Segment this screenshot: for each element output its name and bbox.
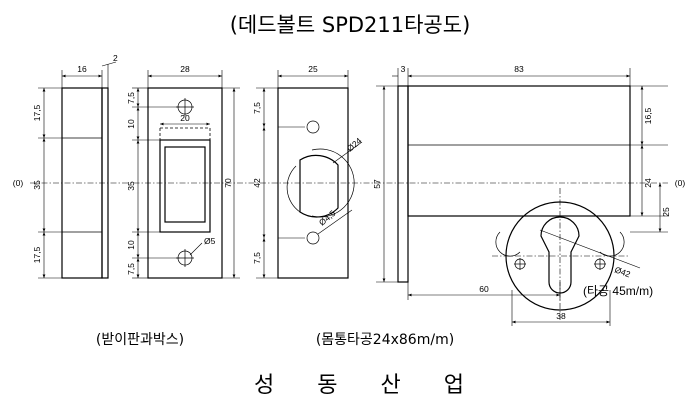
caption-cylinder-hole: (타공 45m/m) xyxy=(583,284,653,298)
dim-57: 57 xyxy=(372,179,382,189)
dim-7-5-bottom: 7,5 xyxy=(126,263,136,275)
dim-16-5: 16,5 xyxy=(643,107,653,124)
drawing-title: (데드볼트 SPD211타공도) xyxy=(230,13,471,37)
dim-3: 3 xyxy=(401,64,406,74)
dim-25-body: 25 xyxy=(661,207,671,217)
center-mark-right: (0) xyxy=(675,178,686,188)
center-mark-left: (0) xyxy=(13,178,24,188)
dim-60: 60 xyxy=(479,284,489,294)
dim-35-left: 35 xyxy=(32,180,42,190)
dim-17-5-top: 17,5 xyxy=(32,104,42,121)
caption-strike-box: (받이판과박스) xyxy=(96,332,184,348)
caption-body-cutout: (몸통타공24x86m/m) xyxy=(316,332,454,348)
dim-28: 28 xyxy=(180,64,190,74)
dim-70: 70 xyxy=(223,178,233,188)
view-faceplate: Ø24 Ø4,5 25 7,5 42 7,5 xyxy=(252,64,364,279)
dim-7-5-plate-bottom: 7,5 xyxy=(252,252,262,264)
dim-42: 42 xyxy=(252,178,262,188)
dim-phi42: Ø42 xyxy=(613,264,632,279)
dim-2: 2 xyxy=(113,53,118,63)
view-strike-front: Ø5 28 20 7,5 10 35 10 7,5 70 xyxy=(126,64,240,279)
dim-10-top: 10 xyxy=(126,119,136,129)
dim-phi5: Ø5 xyxy=(204,236,216,246)
dim-38: 38 xyxy=(556,311,566,321)
dim-17-5-bottom: 17,5 xyxy=(32,246,42,263)
view-strike-side: 16 2 17,5 35 17,5 xyxy=(32,53,118,279)
dim-16: 16 xyxy=(77,64,87,74)
dim-24: 24 xyxy=(643,178,653,188)
dim-20: 20 xyxy=(180,113,190,123)
dim-25-plate: 25 xyxy=(308,64,318,74)
dim-35-box: 35 xyxy=(126,181,136,191)
dim-10-bottom: 10 xyxy=(126,240,136,250)
dim-7-5-plate-top: 7,5 xyxy=(252,102,262,114)
company-name: 성 동 산 업 xyxy=(254,373,482,398)
dim-83: 83 xyxy=(514,64,524,74)
dim-7-5-top: 7,5 xyxy=(126,92,136,104)
